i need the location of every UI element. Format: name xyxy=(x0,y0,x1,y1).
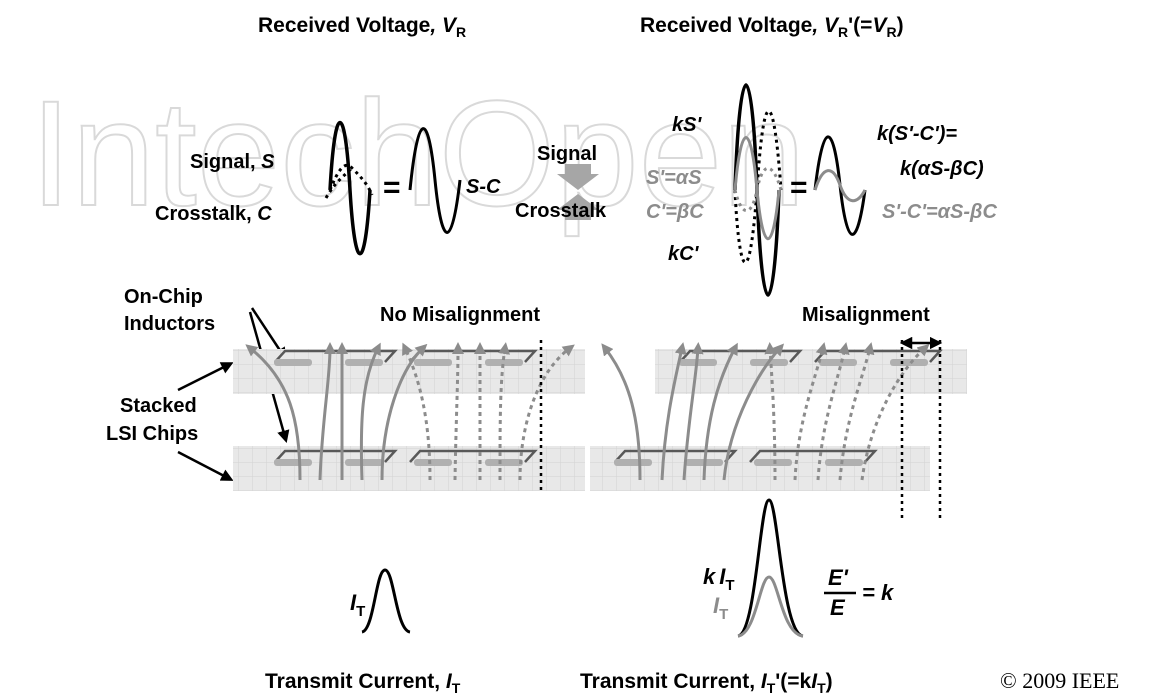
inductors-bottom-right xyxy=(614,449,878,463)
signal-waveform xyxy=(328,120,372,256)
energy-fraction-equals-k: = k xyxy=(862,580,895,605)
k-result-line2: k(αS-βC) xyxy=(900,158,984,180)
inductors-top-right xyxy=(679,349,943,363)
transmit-current-caption-left: Transmit Current, IT xyxy=(265,670,461,696)
equals-sign-right: = xyxy=(790,171,808,204)
s-minus-c-label: S-C xyxy=(466,176,501,198)
result-waveform-gray xyxy=(813,169,867,203)
pointer-to-top-inductor xyxy=(250,307,287,361)
pointer-to-bottom-chip xyxy=(177,450,234,481)
no-misalignment-label: No Misalignment xyxy=(380,304,540,326)
received-voltage-title-left: Received Voltage, VR xyxy=(258,14,466,40)
crosstalk-up-arrow xyxy=(557,194,599,220)
kIT-pulse xyxy=(737,498,804,638)
IT-label-left: IT xyxy=(350,590,365,620)
stacked-label-line1: Stacked xyxy=(120,395,197,417)
C-prime-label: C'=βC xyxy=(646,201,704,223)
magnetic-flux-left-dashed xyxy=(402,342,575,481)
energy-fraction-denominator: E xyxy=(830,595,846,620)
crosstalk-waveform xyxy=(328,163,374,196)
watermark: IntechOpen xyxy=(30,69,806,237)
copyright-notice: © 2009 IEEE xyxy=(1000,668,1119,693)
magnetic-flux-left-solid xyxy=(245,342,428,481)
crosstalk-label: Crosstalk, C xyxy=(155,203,272,225)
s-minus-c-waveform xyxy=(408,127,462,234)
on-chip-label-line2: Inductors xyxy=(124,313,215,335)
equals-sign-left: = xyxy=(383,171,401,204)
signal-down-arrow xyxy=(557,164,599,190)
result-gray-label: S'-C'=αS-βC xyxy=(882,201,997,223)
top-chip-right xyxy=(655,349,967,394)
crosstalk-text-middle: Crosstalk xyxy=(515,200,607,222)
received-voltage-title-right: Received Voltage, VR'(=VR) xyxy=(640,14,904,40)
pointer-to-top-chip xyxy=(177,362,234,392)
inductors-bottom-left xyxy=(274,449,538,463)
k-result-line1: k(S'-C')= xyxy=(877,123,957,145)
IT-label-right: IT xyxy=(713,593,728,623)
stacked-label-line2: LSI Chips xyxy=(106,423,198,445)
kS-prime-label: kS' xyxy=(672,114,702,136)
IT-pulse-left xyxy=(361,568,411,634)
kC-prime-label: kC' xyxy=(668,243,700,265)
crosstalk-waveform-tail xyxy=(324,166,354,199)
transmit-current-caption-right: Transmit Current, IT'(=kIT) xyxy=(580,670,833,696)
misalignment-label: Misalignment xyxy=(802,304,930,326)
S-prime-waveform xyxy=(733,136,781,241)
magnetic-flux-right-dashed xyxy=(764,342,930,481)
S-prime-label: S'=αS xyxy=(646,167,702,189)
bottom-chip-left xyxy=(233,446,585,491)
magnetic-flux-right-solid xyxy=(601,342,785,481)
on-chip-label-line1: On-Chip xyxy=(124,286,203,308)
top-chip-left xyxy=(233,349,585,394)
signal-label: Signal, S xyxy=(190,151,275,173)
energy-fraction-numerator: E' xyxy=(828,565,849,590)
IT-pulse-right xyxy=(737,575,804,638)
signal-text-middle: Signal xyxy=(537,143,597,165)
